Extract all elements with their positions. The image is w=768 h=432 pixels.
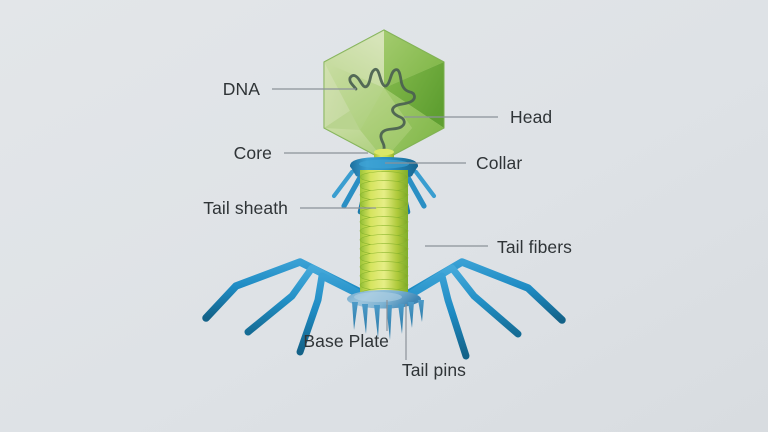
- collar-whisker-l3: [331, 169, 355, 199]
- tail-pin-6: [408, 302, 414, 328]
- label-core: Core: [234, 143, 272, 163]
- collar-highlight: [359, 159, 409, 169]
- base-plate-highlight: [354, 292, 402, 302]
- head-facet-top-left: [324, 30, 384, 88]
- collar-whisker-r3: [413, 169, 437, 199]
- label-base-plate: Base Plate: [303, 331, 389, 351]
- tail-pin-5: [398, 304, 404, 334]
- leader-lines: [272, 88, 498, 360]
- tail-pins-group: [352, 300, 424, 340]
- head-facet-center: [360, 88, 412, 160]
- tail-pin-1: [352, 302, 358, 330]
- label-head: Head: [510, 107, 552, 127]
- tail-pin-3: [374, 305, 380, 338]
- base-plate-group: [347, 290, 421, 309]
- tail-fiber-right-inner: [398, 272, 470, 360]
- label-tail-sheath: Tail sheath: [203, 198, 288, 218]
- tail-fiber-left-inner: [296, 272, 374, 356]
- label-dna: DNA: [223, 79, 260, 99]
- core-top: [374, 148, 394, 156]
- collar-whisker-r1: [403, 171, 427, 209]
- collar-whisker-l1: [341, 171, 365, 209]
- dna-strand: [348, 67, 416, 156]
- head-facet-mid-left: [324, 62, 384, 130]
- label-tail-pins: Tail pins: [402, 360, 466, 380]
- tail-fibers-group: [202, 258, 566, 360]
- tail-sheath-group: [359, 170, 409, 300]
- tail-pin-7: [418, 300, 424, 322]
- label-collar: Collar: [476, 153, 522, 173]
- tail-pin-2: [362, 304, 368, 334]
- label-tail-fibers: Tail fibers: [497, 237, 572, 257]
